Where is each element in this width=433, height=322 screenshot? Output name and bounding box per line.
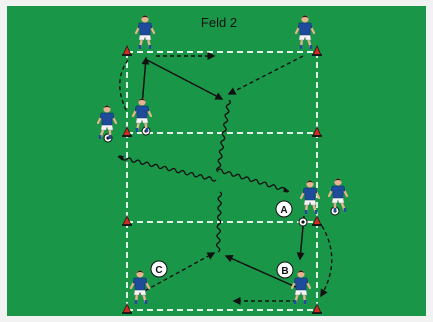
marker-c: C — [151, 261, 167, 277]
marker-b: B — [277, 262, 293, 278]
field-title: Feld 2 — [201, 15, 237, 30]
ball — [299, 218, 307, 226]
marker-c-label: C — [155, 265, 162, 276]
marker-a: A — [276, 201, 292, 217]
marker-a-label: A — [280, 205, 287, 216]
marker-b-label: B — [281, 266, 288, 277]
pitch — [7, 6, 426, 316]
